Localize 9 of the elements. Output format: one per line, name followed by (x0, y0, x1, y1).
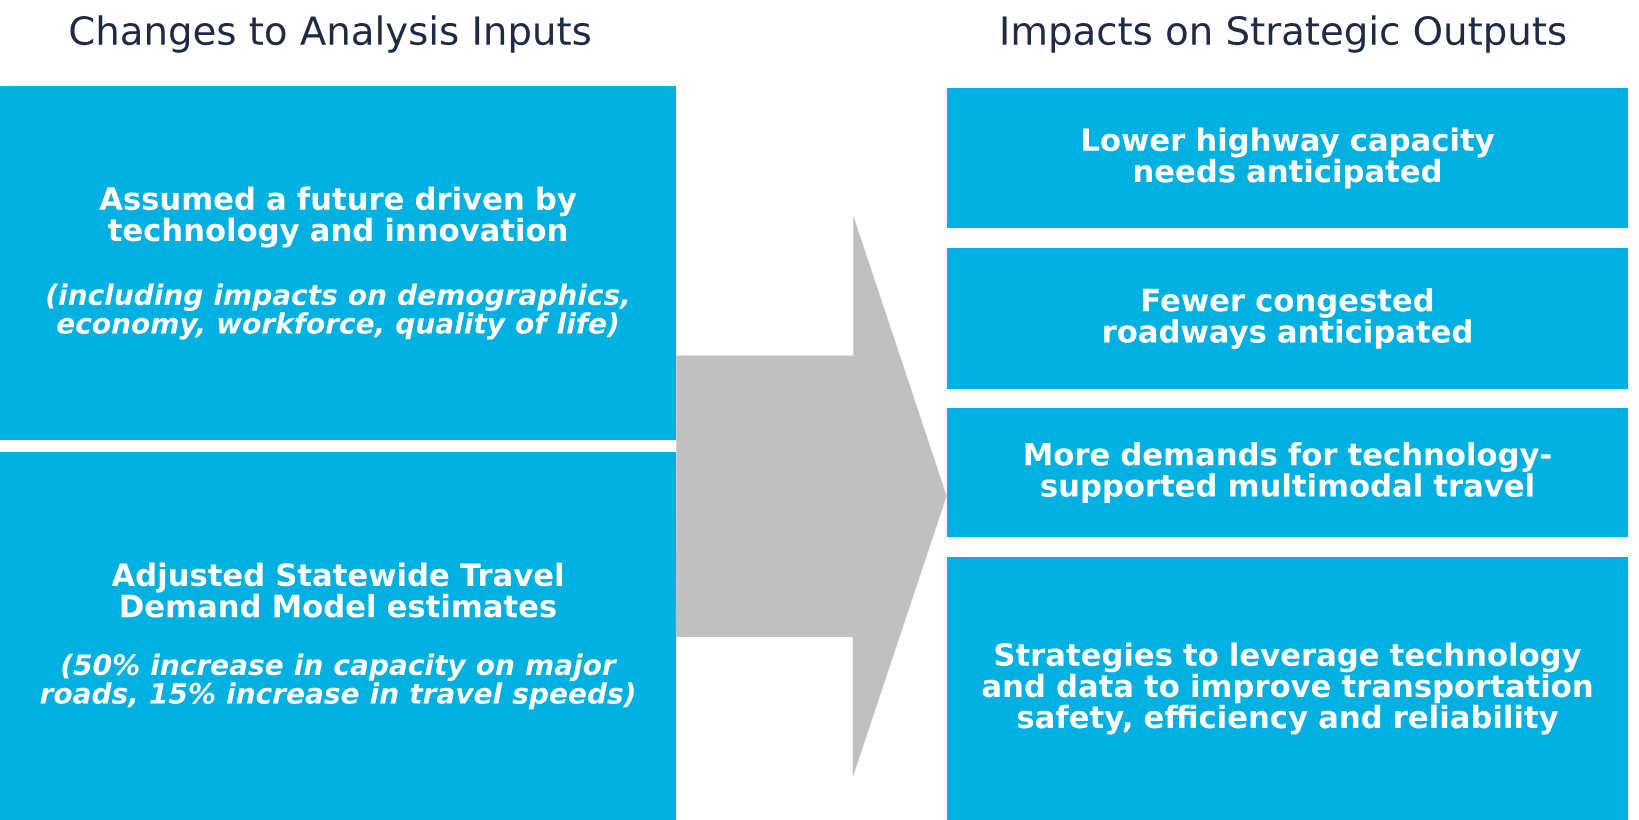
text-box: More demands for technology-supported multimodal travel (947, 407, 1629, 538)
text-box: Assumed a future driven by technology and innovation (including impacts on demographics, economy, workforce, quality of life) (0, 86, 676, 440)
column-heading: Changes to Analysis Inputs (70, 15, 590, 53)
column-heading: Impacts on Strategic Outputs (1002, 15, 1566, 53)
text-box: Adjusted Statewide Travel Demand Model estimates (50% increase in capacity on major roads, 15% increase in travel speeds) (0, 452, 676, 820)
text-box: Fewer congested roadways anticipated (947, 247, 1629, 390)
text-box: Strategies to leverage technology and data to improve transportation safety, efficiency and reliability (947, 557, 1629, 820)
block-arrow (675, 215, 947, 778)
text-box: Lower highway capacity needs anticipated (947, 88, 1629, 228)
